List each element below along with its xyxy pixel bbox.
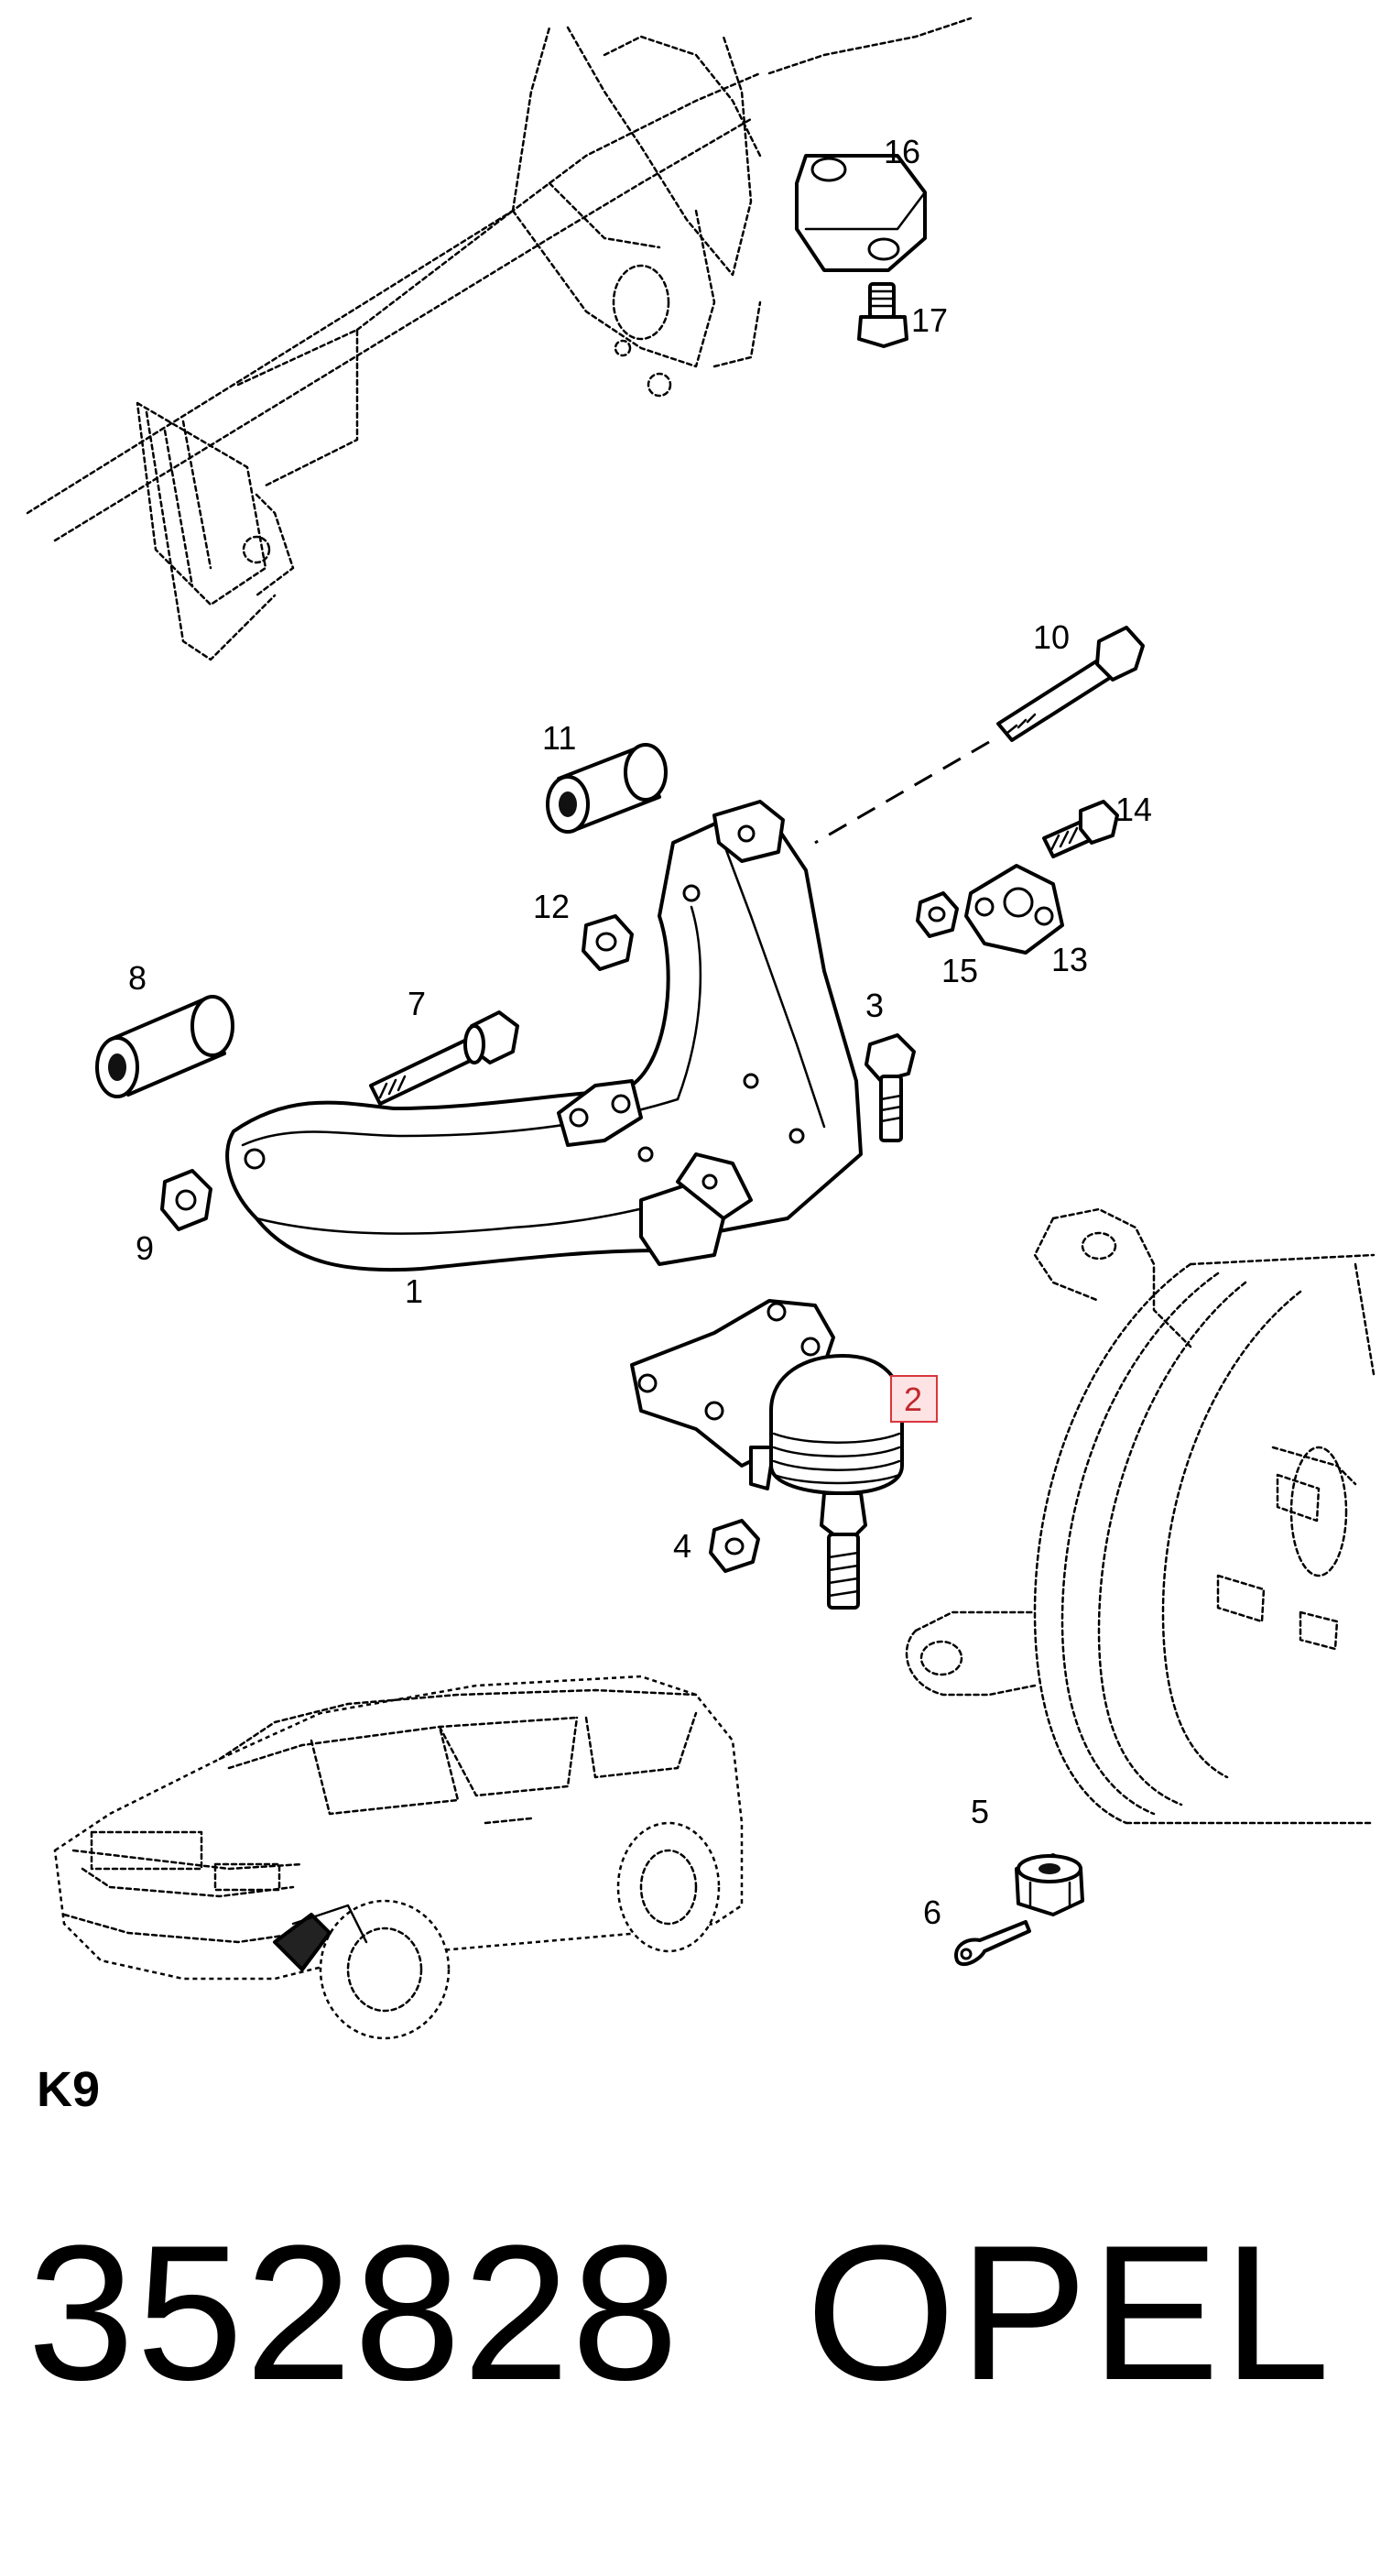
callout-labels: 16 17 10 11 14 12 15 13 8 7 3 9 1 2 4 5 …: [128, 133, 1152, 1931]
callout-8: 8: [128, 959, 147, 997]
part-number: 352828: [27, 2205, 680, 2420]
part-1-control-arm: [225, 800, 863, 1272]
callout-4: 4: [673, 1527, 691, 1565]
diagram-page-code: K9: [37, 2062, 101, 2117]
callout-2: 2: [904, 1381, 922, 1418]
callout-7: 7: [408, 985, 426, 1022]
steering-knuckle-ghost: [905, 1207, 1376, 1825]
part-13-plate: [964, 864, 1064, 955]
callout-13: 13: [1051, 941, 1088, 978]
part-2-ball-joint: [630, 1299, 904, 1610]
part-9-nut: [160, 1169, 212, 1231]
callout-6: 6: [923, 1894, 941, 1931]
vehicle-locator-drawing: [53, 1675, 744, 2040]
part-16-bracket: [795, 154, 927, 272]
part-3-bolt: [864, 1033, 916, 1142]
part-6-cotter-pin: [954, 1920, 1031, 1967]
part-17-bolt: [857, 282, 908, 348]
part-8-bushing: [95, 995, 234, 1098]
part-5-castle-nut: [1015, 1853, 1084, 1916]
callout-15: 15: [941, 952, 978, 989]
part-7-bolt: [369, 1010, 519, 1106]
callout-2-highlight-box: [890, 1375, 938, 1423]
callout-3: 3: [865, 987, 884, 1024]
callout-10: 10: [1033, 618, 1070, 656]
part-11-bushing: [546, 743, 668, 834]
callout-17: 17: [911, 301, 948, 339]
callout-12: 12: [533, 888, 570, 925]
brand-name: OPEL: [806, 2205, 1334, 2420]
callout-9: 9: [136, 1229, 154, 1267]
callout-1: 1: [405, 1272, 423, 1310]
callout-14: 14: [1115, 791, 1152, 828]
part-4-nut: [709, 1519, 760, 1573]
part-12-nut: [582, 914, 634, 971]
part-10-long-bolt: [814, 626, 1145, 845]
part-14-bolt: [1042, 800, 1119, 858]
part-15-nut: [916, 891, 959, 938]
chassis-frame-ghost: [26, 16, 973, 661]
callout-5: 5: [971, 1793, 989, 1830]
callout-11: 11: [542, 719, 576, 757]
callout-16: 16: [884, 133, 920, 170]
